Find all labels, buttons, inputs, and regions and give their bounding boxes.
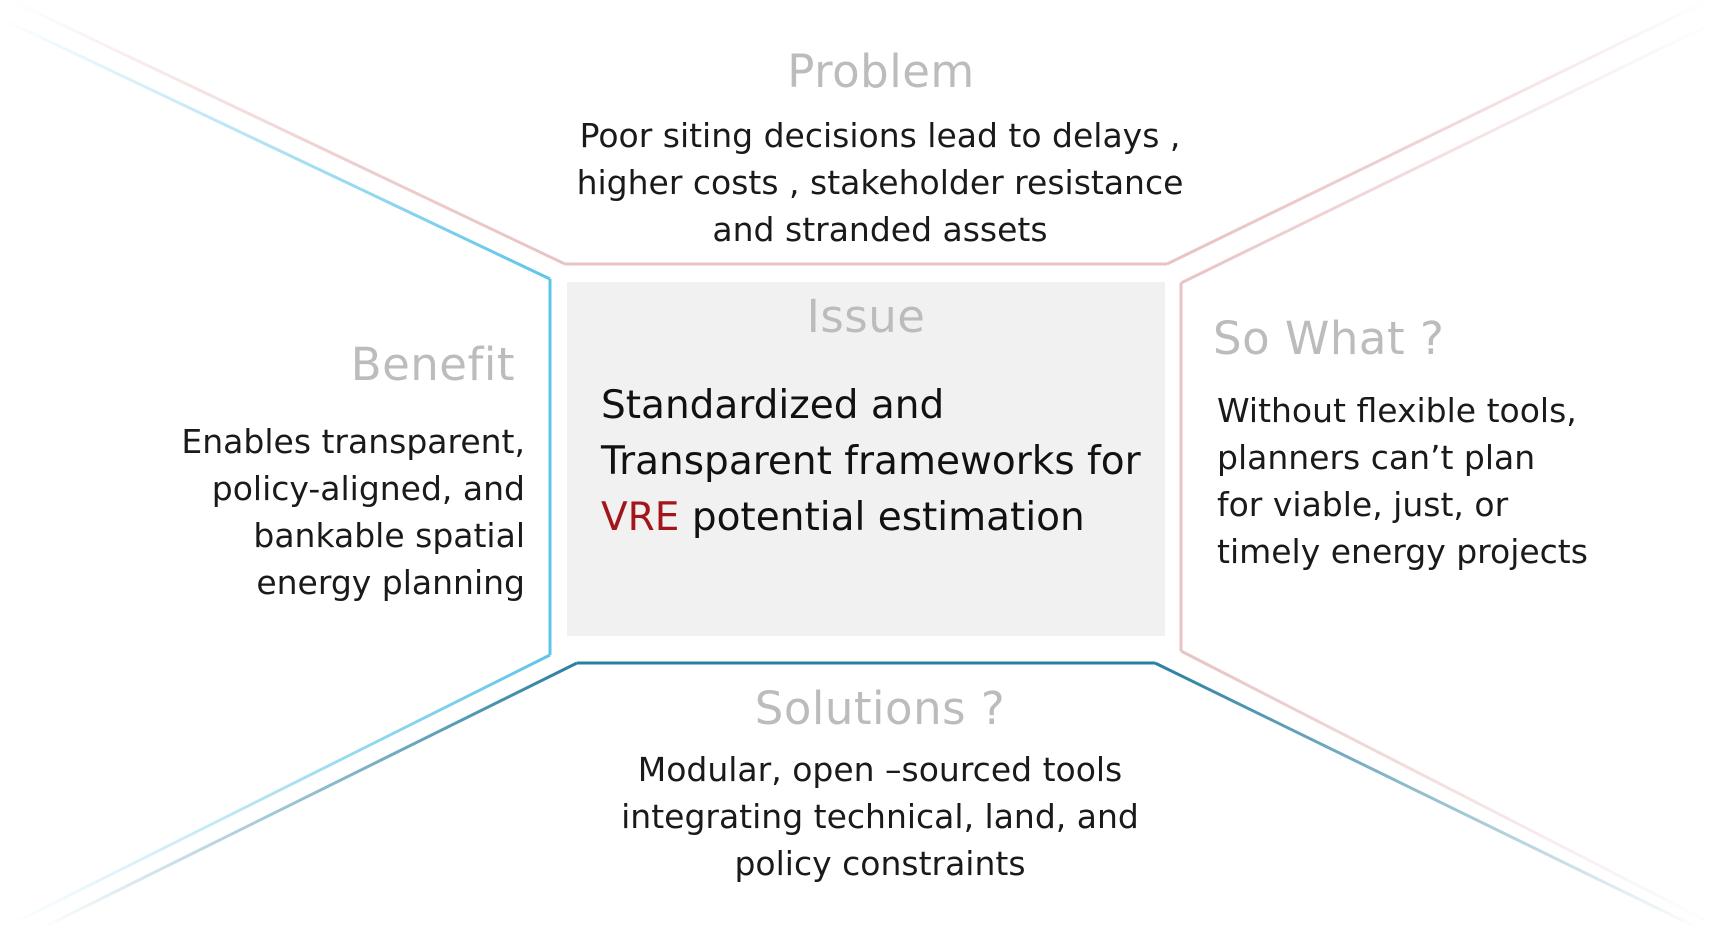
issue-box: Issue Standardized and Transparent frame… (567, 282, 1165, 636)
frame-left-upper-diagonal (0, 16, 551, 281)
issue-heading: Issue (806, 290, 926, 343)
so-what-text: Without flexible tools, planners can’t p… (1217, 387, 1687, 575)
solutions-line: integrating technical, land, and (621, 797, 1139, 836)
frame-left-lower-diagonal (9, 653, 551, 927)
frame-bottom-left-diagonal (39, 661, 578, 929)
issue-highlight-vre: VRE (601, 495, 680, 540)
issue-line: Transparent frameworks for (601, 439, 1141, 484)
solutions-heading: Solutions ? (754, 682, 1006, 735)
frame-right-lower-diagonal (1180, 649, 1719, 929)
benefit-text: Enables transparent, policy-aligned, and… (120, 418, 525, 606)
frame-right-upper-diagonal (1180, 18, 1719, 285)
frame-top-right-diagonal (1166, 0, 1710, 266)
solutions-line: policy constraints (734, 844, 1026, 883)
so-what-line: planners can’t plan (1217, 438, 1536, 477)
so-what-line: for viable, just, or (1217, 485, 1509, 524)
benefit-line: bankable spatial (253, 516, 525, 555)
benefit-heading: Benefit (350, 338, 515, 391)
issue-statement: Standardized and Transparent frameworks … (601, 378, 1141, 546)
frame-top-left-diagonal (9, 0, 566, 266)
solutions-line: Modular, open –sourced tools (637, 750, 1123, 789)
problem-text: Poor siting decisions lead to delays , h… (540, 112, 1220, 253)
problem-line: and stranded assets (712, 210, 1048, 249)
frame-bottom-right-diagonal (1154, 661, 1701, 929)
solutions-text: Modular, open –sourced tools integrating… (540, 746, 1220, 887)
so-what-line: timely energy projects (1217, 532, 1588, 571)
issue-line: Standardized and (601, 383, 945, 428)
so-what-heading: So What ? (1213, 312, 1445, 365)
problem-line: Poor siting decisions lead to delays , (579, 116, 1181, 155)
issue-line: VRE potential estimation (601, 490, 1141, 546)
problem-line: higher costs , stakeholder resistance (576, 163, 1184, 202)
so-what-line: Without flexible tools, (1217, 391, 1577, 430)
benefit-line: energy planning (256, 563, 525, 602)
problem-heading: Problem (787, 45, 975, 98)
benefit-line: Enables transparent, (181, 422, 525, 461)
benefit-line: policy-aligned, and (211, 469, 525, 508)
issue-line-rest: potential estimation (679, 495, 1085, 540)
